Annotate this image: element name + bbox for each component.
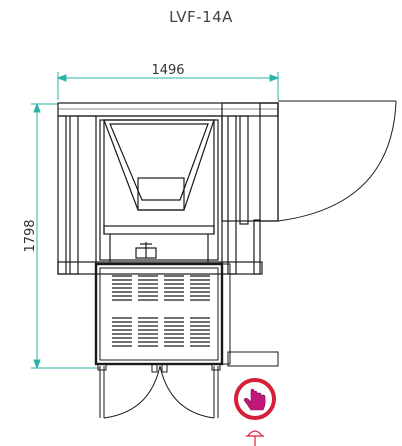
vent-grilles	[112, 275, 210, 347]
front-doors-swing	[97, 363, 221, 419]
hand-pointer-icon[interactable]	[234, 378, 276, 420]
vent-block-bottom-left	[112, 317, 132, 347]
vent-block-top-right	[190, 275, 210, 301]
vent-block-top-mid-right	[164, 275, 184, 301]
vent-block-top-left	[112, 275, 132, 301]
width-dimension	[56, 72, 280, 100]
height-label: 1798	[23, 219, 38, 252]
vent-block-bottom-mid-right	[164, 317, 184, 347]
vent-block-bottom-mid-left	[138, 317, 158, 347]
vent-block-top-mid-left	[138, 275, 158, 301]
vent-block-bottom-right	[190, 317, 210, 347]
width-label: 1496	[151, 63, 184, 78]
control-panel	[94, 262, 279, 367]
emergency-stop-symbol-icon	[246, 430, 264, 446]
side-door-swing	[277, 100, 397, 222]
machine-frame	[57, 102, 279, 275]
height-dimension	[31, 102, 100, 370]
model-title: LVF-14A	[169, 8, 233, 26]
